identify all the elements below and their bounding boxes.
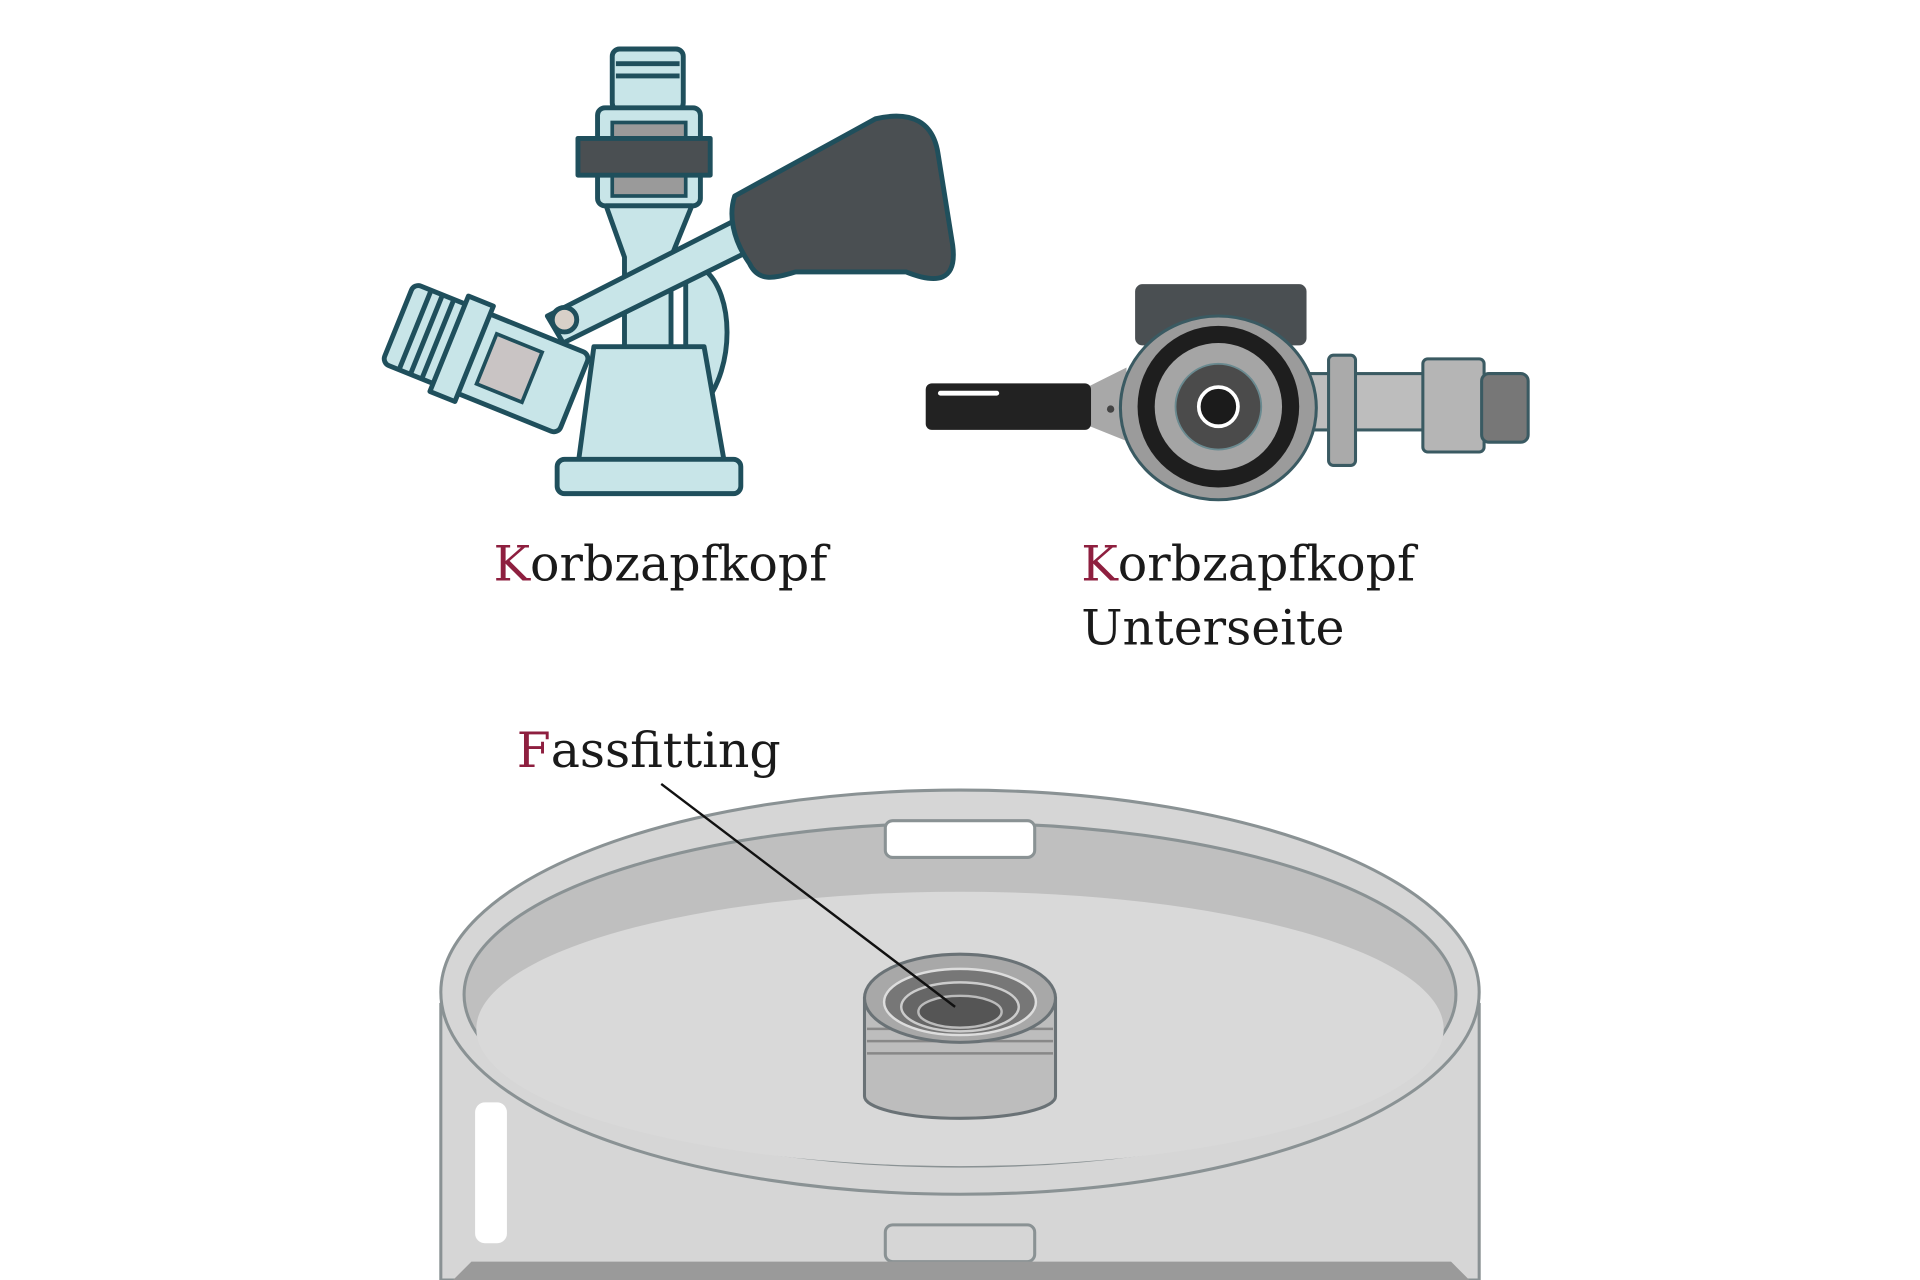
coupler-bottom-view	[925, 284, 1530, 502]
keg-fitting-pointer	[660, 782, 956, 1008]
keg-fitting-label: Fassfitting	[517, 722, 781, 779]
coupler-bottom-label: Korbzapfkopf	[1081, 536, 1419, 593]
coupler-bottom-label-line2: Unterseite	[1081, 599, 1344, 656]
coupler-label: Korbzapfkopf	[493, 536, 831, 593]
keg	[439, 788, 1481, 1280]
coupler-side-view	[381, 46, 956, 497]
